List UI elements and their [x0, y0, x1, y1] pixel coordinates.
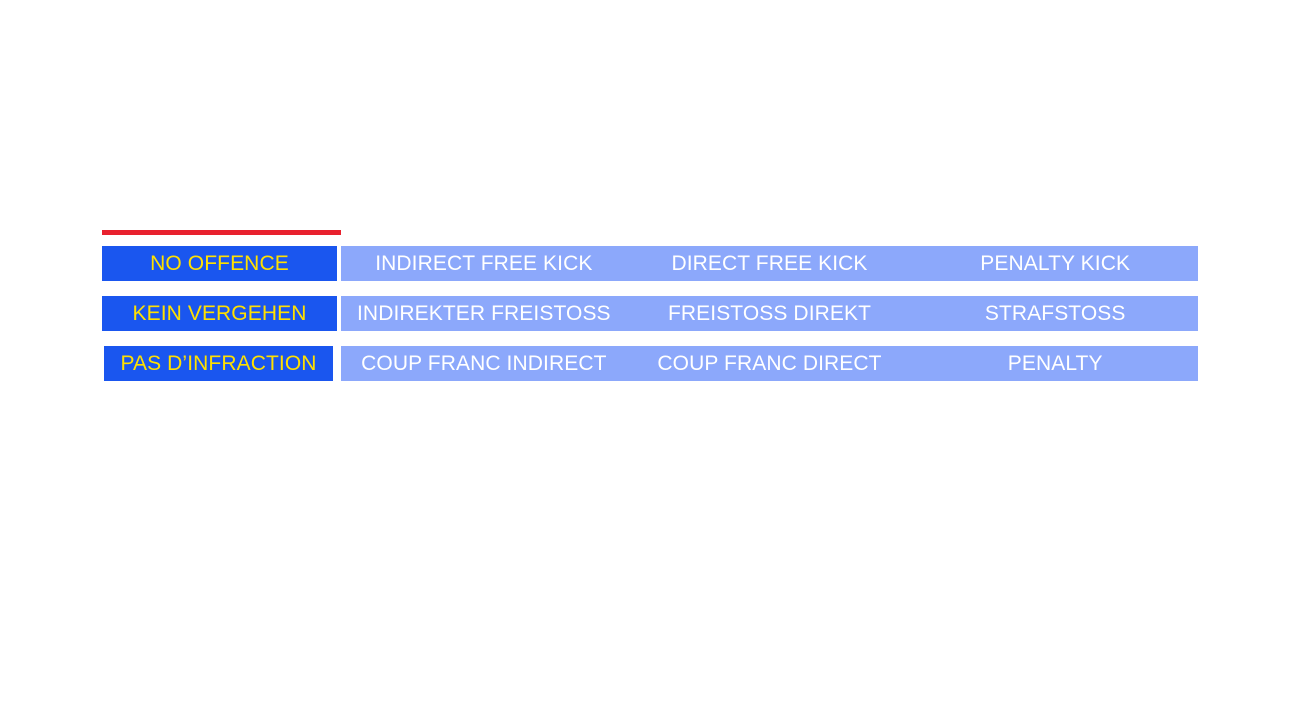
no-offence-label-english: NO OFFENCE [150, 252, 289, 275]
penalty-kick-cell-german[interactable]: STRAFSTOSS [912, 296, 1198, 331]
cell-divider [333, 346, 341, 381]
red-accent-rule [102, 230, 341, 235]
restart-of-play-table: NO OFFENCE INDIRECT FREE KICK DIRECT FRE… [102, 246, 1198, 381]
no-offence-cell-english[interactable]: NO OFFENCE [102, 246, 337, 281]
penalty-kick-cell-english[interactable]: PENALTY KICK [912, 246, 1198, 281]
direct-free-kick-cell-english[interactable]: DIRECT FREE KICK [627, 246, 913, 281]
penalty-kick-label-french: PENALTY [1007, 352, 1103, 375]
cell-divider [337, 296, 341, 331]
indirect-free-kick-label-french: COUP FRANC INDIRECT [361, 352, 607, 375]
indirect-free-kick-cell-french[interactable]: COUP FRANC INDIRECT [341, 346, 627, 381]
no-offence-label-french: PAS D’INFRACTION [120, 352, 317, 375]
sanctions-group-english: INDIRECT FREE KICK DIRECT FREE KICK PENA… [341, 246, 1198, 281]
cell-divider [337, 246, 341, 281]
no-offence-cell-french[interactable]: PAS D’INFRACTION [104, 346, 333, 381]
table-row: NO OFFENCE INDIRECT FREE KICK DIRECT FRE… [102, 246, 1198, 281]
table-row: PAS D’INFRACTION COUP FRANC INDIRECT COU… [102, 346, 1198, 381]
no-offence-cell-german[interactable]: KEIN VERGEHEN [102, 296, 337, 331]
direct-free-kick-cell-french[interactable]: COUP FRANC DIRECT [627, 346, 913, 381]
indirect-free-kick-cell-german[interactable]: INDIREKTER FREISTOSS [341, 296, 627, 331]
indirect-free-kick-label-german: INDIREKTER FREISTOSS [357, 302, 611, 325]
penalty-kick-cell-french[interactable]: PENALTY [912, 346, 1198, 381]
no-offence-label-german: KEIN VERGEHEN [132, 302, 307, 325]
sanctions-group-french: COUP FRANC INDIRECT COUP FRANC DIRECT PE… [341, 346, 1198, 381]
indirect-free-kick-cell-english[interactable]: INDIRECT FREE KICK [341, 246, 627, 281]
indirect-free-kick-label-english: INDIRECT FREE KICK [375, 252, 593, 275]
table-row: KEIN VERGEHEN INDIREKTER FREISTOSS FREIS… [102, 296, 1198, 331]
direct-free-kick-cell-german[interactable]: FREISTOSS DIREKT [627, 296, 913, 331]
penalty-kick-label-german: STRAFSTOSS [984, 302, 1126, 325]
direct-free-kick-label-german: FREISTOSS DIREKT [667, 302, 872, 325]
direct-free-kick-label-english: DIRECT FREE KICK [671, 252, 868, 275]
direct-free-kick-label-french: COUP FRANC DIRECT [657, 352, 882, 375]
sanctions-group-german: INDIREKTER FREISTOSS FREISTOSS DIREKT ST… [341, 296, 1198, 331]
penalty-kick-label-english: PENALTY KICK [980, 252, 1131, 275]
